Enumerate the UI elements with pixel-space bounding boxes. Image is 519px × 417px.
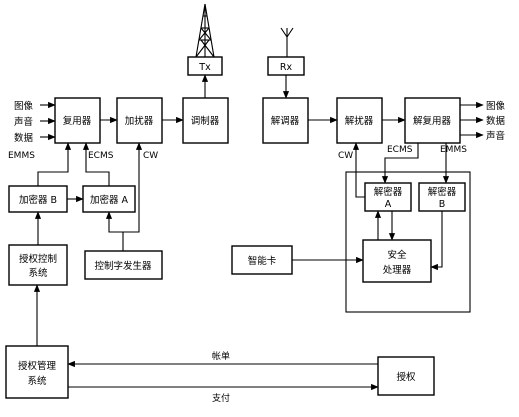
output-image-label: 图像 [486, 100, 506, 112]
cw-tx-label: CW [143, 151, 158, 161]
emms-tx-arrow [37, 142, 72, 186]
auth-management-label-2: 系统 [27, 375, 47, 387]
cw-to-encryptor-a-arrow [105, 211, 123, 233]
output-data-label: 数据 [486, 115, 506, 127]
decryptor-a-label-2: A [385, 199, 392, 210]
mux-label: 复用器 [63, 115, 92, 127]
decryptor-b-label-2: B [439, 199, 446, 210]
input-data-label: 数据 [14, 132, 34, 144]
tx-antenna-tower-icon [195, 3, 215, 58]
emms-rx-label: EMMS [440, 145, 467, 155]
encryptor-b-label: 加密器 B [19, 194, 57, 206]
auth-control-label-2: 系统 [28, 267, 48, 279]
ecms-tx-label: ECMS [88, 151, 114, 161]
cw-tx-arrow [122, 142, 143, 251]
smart-card-label: 智能卡 [248, 255, 277, 267]
descrambler-label: 解扰器 [345, 115, 374, 127]
demodulator-label: 解调器 [271, 115, 300, 127]
security-processor-label-1: 安全 [387, 249, 407, 261]
encryptor-a-label: 加密器 A [90, 194, 129, 206]
security-processor-block [362, 239, 432, 283]
scrambler-label: 加扰器 [125, 115, 154, 127]
authorization-block [377, 356, 435, 396]
rx-label: Rx [280, 62, 293, 73]
cw-rx-label: CW [338, 151, 353, 161]
cw-generator-block [84, 250, 163, 280]
input-image-label: 图像 [14, 100, 34, 112]
encryptor-b-block [8, 185, 68, 213]
payment-label: 支付 [212, 392, 230, 404]
input-audio-label: 声音 [14, 116, 33, 128]
ecms-rx-arrow [381, 143, 419, 184]
rx-antenna-icon [280, 27, 294, 57]
decryptor-a-label-1: 解密器 [374, 186, 403, 198]
bill-label: 帐单 [212, 350, 230, 362]
cw-rx-arrow [352, 142, 365, 198]
auth-control-label-1: 授权控制 [19, 253, 57, 265]
ecms-rx-label: ECMS [387, 145, 413, 155]
tx-label: Tx [198, 62, 211, 73]
auth-management-block [5, 345, 69, 399]
output-audio-label: 声音 [486, 130, 505, 142]
authorization-label: 授权 [396, 371, 416, 383]
modulator-label: 调制器 [191, 115, 220, 127]
auth-control-block [8, 244, 68, 286]
decryptor-b-to-processor-arrow [430, 211, 443, 271]
cw-generator-label: 控制字发生器 [94, 260, 152, 272]
auth-management-label-1: 授权管理 [18, 360, 57, 372]
ecms-tx-arrow [82, 142, 110, 186]
receiver-security-module [345, 171, 471, 313]
demux-label: 解复用器 [413, 115, 452, 127]
emms-tx-label: EMMS [8, 151, 35, 161]
security-processor-label-2: 处理器 [383, 264, 412, 276]
decryptor-b-label-1: 解密器 [428, 186, 457, 198]
